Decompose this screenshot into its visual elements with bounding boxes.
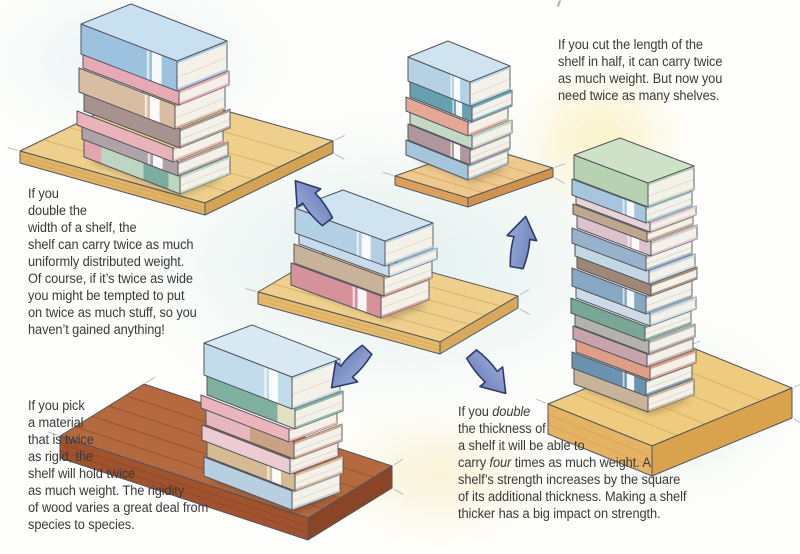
caption-line: a material <box>28 415 84 430</box>
caption-line: you might be tempted to put <box>28 288 185 303</box>
caption-line: width of a shelf, the <box>28 220 137 235</box>
caption-line: species to species. <box>28 517 135 532</box>
caption-line: need twice as many shelves. <box>558 88 720 103</box>
caption-double-thickness: If you double the thickness of a shelf it … <box>458 403 686 522</box>
caption-line: haven’t gained anything! <box>28 322 165 337</box>
caption-line: a shelf it will be able to <box>458 438 585 453</box>
caption-line: shelf will hold twice <box>28 466 136 481</box>
caption-line: uniformly distributed weight. <box>28 254 185 269</box>
caption-line: shelf in half, it can carry twice <box>558 54 723 69</box>
caption-line: If you pick <box>28 398 85 413</box>
caption-rigid-material: If you pick a material that is twice as rig… <box>28 397 208 533</box>
caption-cut-length: If you cut the length of the shelf in hal… <box>558 36 722 104</box>
caption-line: on twice as much stuff, so you <box>28 305 197 320</box>
arrow-to-top-right <box>506 215 538 270</box>
book-stack-top-left <box>7 3 345 216</box>
caption-line: of wood varies a great deal from <box>28 500 209 515</box>
caption-line: carry four times as much weight. A <box>458 455 651 470</box>
book-stack-center <box>245 189 530 355</box>
caption-line: as much weight. But now you <box>558 71 723 86</box>
caption-line: that is twice <box>28 432 94 447</box>
caption-double-width: If you double the width of a shelf, the she… <box>28 185 197 338</box>
caption-line: of its additional thickness. Making a sh… <box>458 489 687 504</box>
book-stack-top-center <box>382 40 566 208</box>
caption-line: thicker has a big impact on strength. <box>458 506 661 521</box>
caption-line: shelf’s strength increases by the square <box>458 472 681 487</box>
caption-line: If you double <box>458 404 531 419</box>
caption-line: If you cut the length of the <box>558 37 703 52</box>
caption-line: the thickness of <box>458 421 546 436</box>
arrows <box>294 179 538 395</box>
book-stack-bottom-left <box>47 324 404 541</box>
arrow-to-bottom-left <box>330 344 373 389</box>
caption-line: Of course, if it’s twice as wide <box>28 271 193 286</box>
caption-line: shelf can carry twice as much <box>28 237 194 252</box>
book-stack-right <box>535 137 800 477</box>
arrow-to-top-left <box>294 179 334 227</box>
caption-line: as much weight. The rigidity <box>28 483 185 498</box>
caption-line: If you <box>28 186 59 201</box>
caption-line: as rigid, the <box>28 449 94 464</box>
arrow-to-bottom-right <box>465 349 507 395</box>
caption-line: double the <box>28 203 87 218</box>
